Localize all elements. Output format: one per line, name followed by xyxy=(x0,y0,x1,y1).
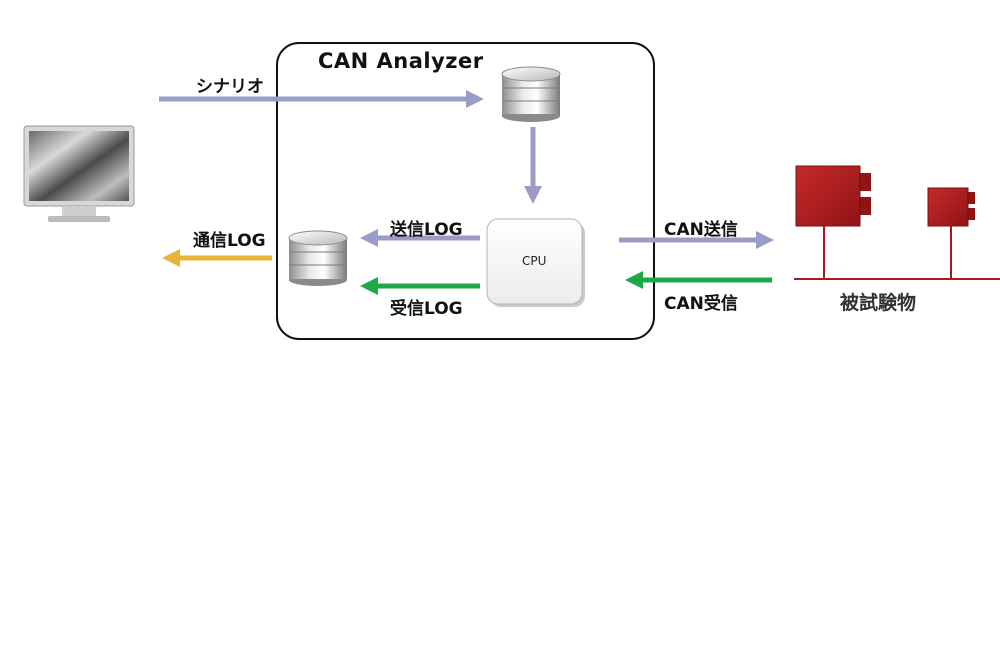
comm-log-label: 通信LOG xyxy=(193,231,266,251)
db-to-cpu-arrow xyxy=(524,127,542,204)
cpu-label: CPU xyxy=(522,254,547,268)
database-icon xyxy=(501,66,561,122)
database-icon xyxy=(288,230,348,286)
cpu-chip-icon xyxy=(486,218,585,307)
comm-log-arrow xyxy=(162,249,272,267)
can-receive-arrow xyxy=(625,271,772,289)
scenario-label: シナリオ xyxy=(196,77,264,97)
scenario-arrow xyxy=(159,90,484,108)
can-send-label: CAN送信 xyxy=(664,220,738,240)
can-receive-label: CAN受信 xyxy=(664,294,738,314)
can-bus xyxy=(794,226,1000,280)
can-send-arrow xyxy=(619,231,774,249)
send-log-label: 送信LOG xyxy=(390,220,463,240)
ecu-box-icon xyxy=(795,165,871,227)
monitor-icon xyxy=(23,125,135,222)
analyzer-frame xyxy=(276,42,655,340)
receive-log-label: 受信LOG xyxy=(390,299,463,319)
receive-log-arrow xyxy=(360,277,480,295)
analyzer-title: CAN Analyzer xyxy=(318,49,484,73)
send-log-arrow xyxy=(360,229,480,247)
ecu-box-icon xyxy=(927,187,975,227)
device-under-test-label: 被試験物 xyxy=(840,292,917,314)
